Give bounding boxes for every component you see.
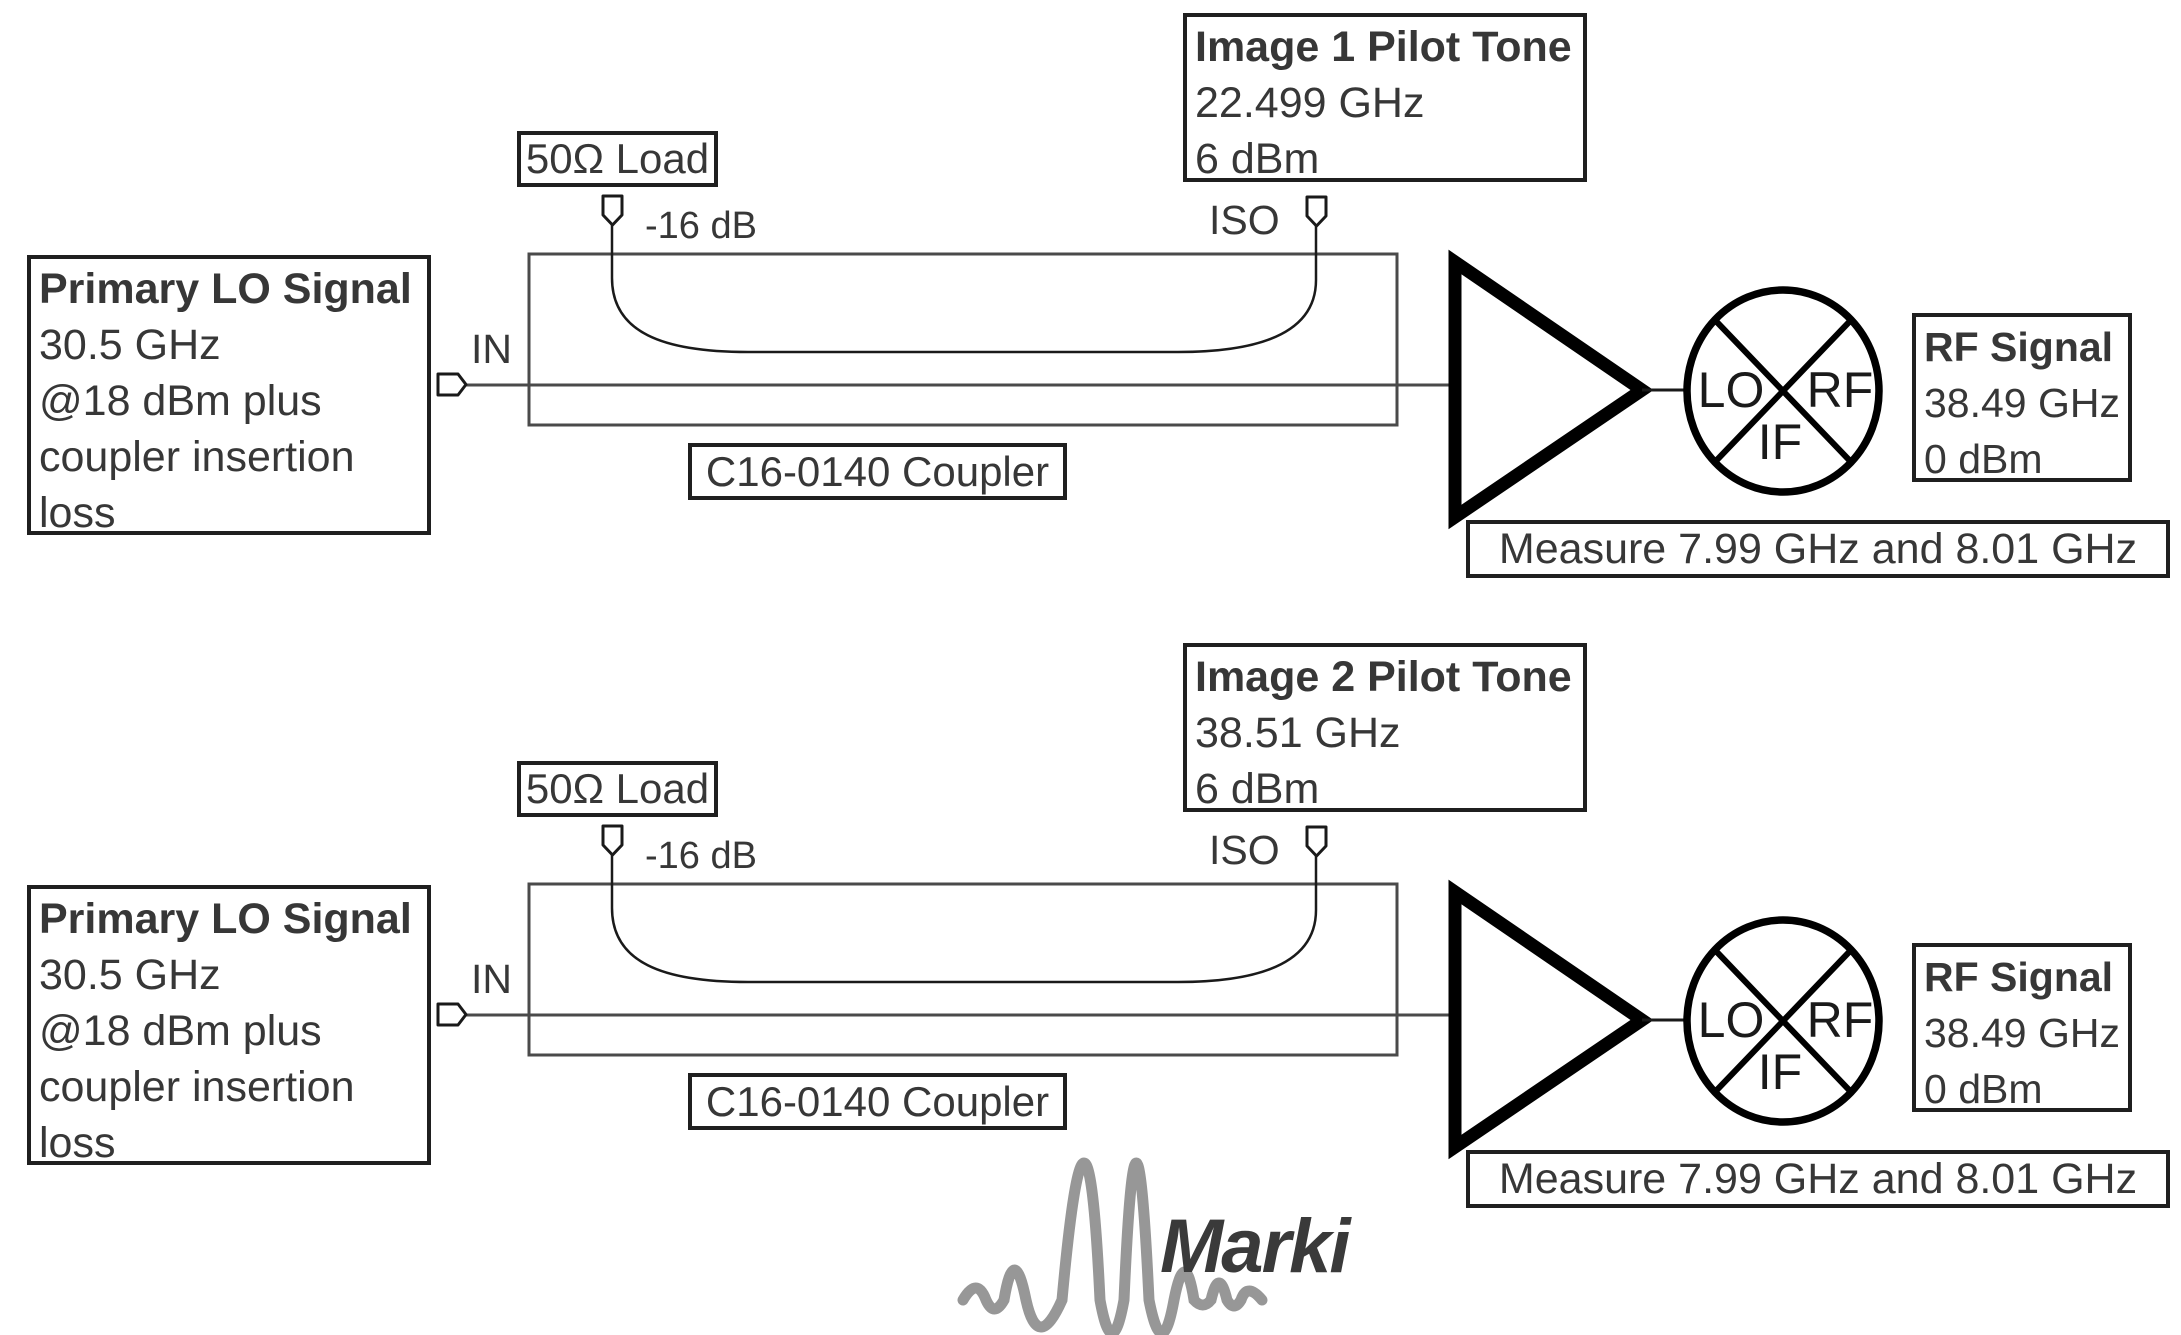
primary-lo-title: Primary LO Signal bbox=[39, 895, 412, 943]
pilot-tone-line: 22.499 GHz bbox=[1195, 79, 1425, 127]
pilot-tone-line: 38.51 GHz bbox=[1195, 709, 1401, 757]
primary-lo-line: loss bbox=[39, 489, 116, 537]
mixer-if-label: IF bbox=[1757, 1044, 1803, 1100]
pilot-tone-title: Image 2 Pilot Tone bbox=[1195, 653, 1572, 701]
pilot-tone-box: Image 1 Pilot Tone 22.499 GHz 6 dBm bbox=[1183, 13, 1587, 183]
rf-signal-line: 0 dBm bbox=[1924, 1066, 2043, 1112]
load-box: 50Ω Load bbox=[517, 131, 718, 187]
measure-note-box: Measure 7.99 GHz and 8.01 GHz bbox=[1466, 520, 2170, 578]
iso-port-label: ISO bbox=[1209, 827, 1280, 873]
primary-lo-signal-box: Primary LO Signal 30.5 GHz @18 dBm plus … bbox=[27, 255, 431, 537]
primary-lo-line: @18 dBm plus bbox=[39, 1007, 322, 1055]
coupler-label-box: C16-0140 Coupler bbox=[688, 443, 1067, 500]
mixer-if-label: IF bbox=[1757, 414, 1803, 470]
primary-lo-line: coupler insertion bbox=[39, 433, 355, 481]
marki-logo-waveform bbox=[957, 1157, 1268, 1335]
test-setup-diagram-2: Primary LO Signal 30.5 GHz @18 dBm plus … bbox=[0, 630, 2181, 1260]
coupler-label-box: C16-0140 Coupler bbox=[688, 1073, 1067, 1130]
rf-signal-line: 38.49 GHz bbox=[1924, 380, 2120, 426]
pilot-tone-title: Image 1 Pilot Tone bbox=[1195, 23, 1572, 71]
measure-note-box: Measure 7.99 GHz and 8.01 GHz bbox=[1466, 1150, 2170, 1208]
rf-signal-line: 0 dBm bbox=[1924, 436, 2043, 482]
rf-signal-box: RF Signal 38.49 GHz 0 dBm bbox=[1912, 313, 2132, 482]
primary-lo-line: loss bbox=[39, 1119, 116, 1167]
pilot-tone-box: Image 2 Pilot Tone 38.51 GHz 6 dBm bbox=[1183, 643, 1587, 813]
mixer-lo-label: LO bbox=[1697, 992, 1765, 1048]
iso-port-label: ISO bbox=[1209, 197, 1280, 243]
mixer-rf-label: RF bbox=[1806, 992, 1874, 1048]
pilot-tone-line: 6 dBm bbox=[1195, 765, 1320, 813]
coupling-value-label: -16 dB bbox=[645, 205, 757, 247]
in-port-label: IN bbox=[471, 956, 512, 1002]
test-setup-diagram-1: Primary LO Signal 30.5 GHz @18 dBm plus … bbox=[0, 0, 2181, 630]
load-box: 50Ω Load bbox=[517, 761, 718, 817]
mixer-rf-label: RF bbox=[1806, 362, 1874, 418]
marki-logo-text: Marki bbox=[1160, 1204, 1351, 1289]
primary-lo-title: Primary LO Signal bbox=[39, 265, 412, 313]
primary-lo-line: 30.5 GHz bbox=[39, 951, 221, 999]
rf-signal-box: RF Signal 38.49 GHz 0 dBm bbox=[1912, 943, 2132, 1112]
rf-signal-line: 38.49 GHz bbox=[1924, 1010, 2120, 1056]
coupling-value-label: -16 dB bbox=[645, 835, 757, 877]
mixer-lo-label: LO bbox=[1697, 362, 1765, 418]
rf-signal-title: RF Signal bbox=[1924, 324, 2114, 370]
primary-lo-line: 30.5 GHz bbox=[39, 321, 221, 369]
primary-lo-line: coupler insertion bbox=[39, 1063, 355, 1111]
primary-lo-signal-box: Primary LO Signal 30.5 GHz @18 dBm plus … bbox=[27, 885, 431, 1167]
rf-signal-title: RF Signal bbox=[1924, 954, 2114, 1000]
pilot-tone-line: 6 dBm bbox=[1195, 135, 1320, 183]
in-port-label: IN bbox=[471, 326, 512, 372]
primary-lo-line: @18 dBm plus bbox=[39, 377, 322, 425]
